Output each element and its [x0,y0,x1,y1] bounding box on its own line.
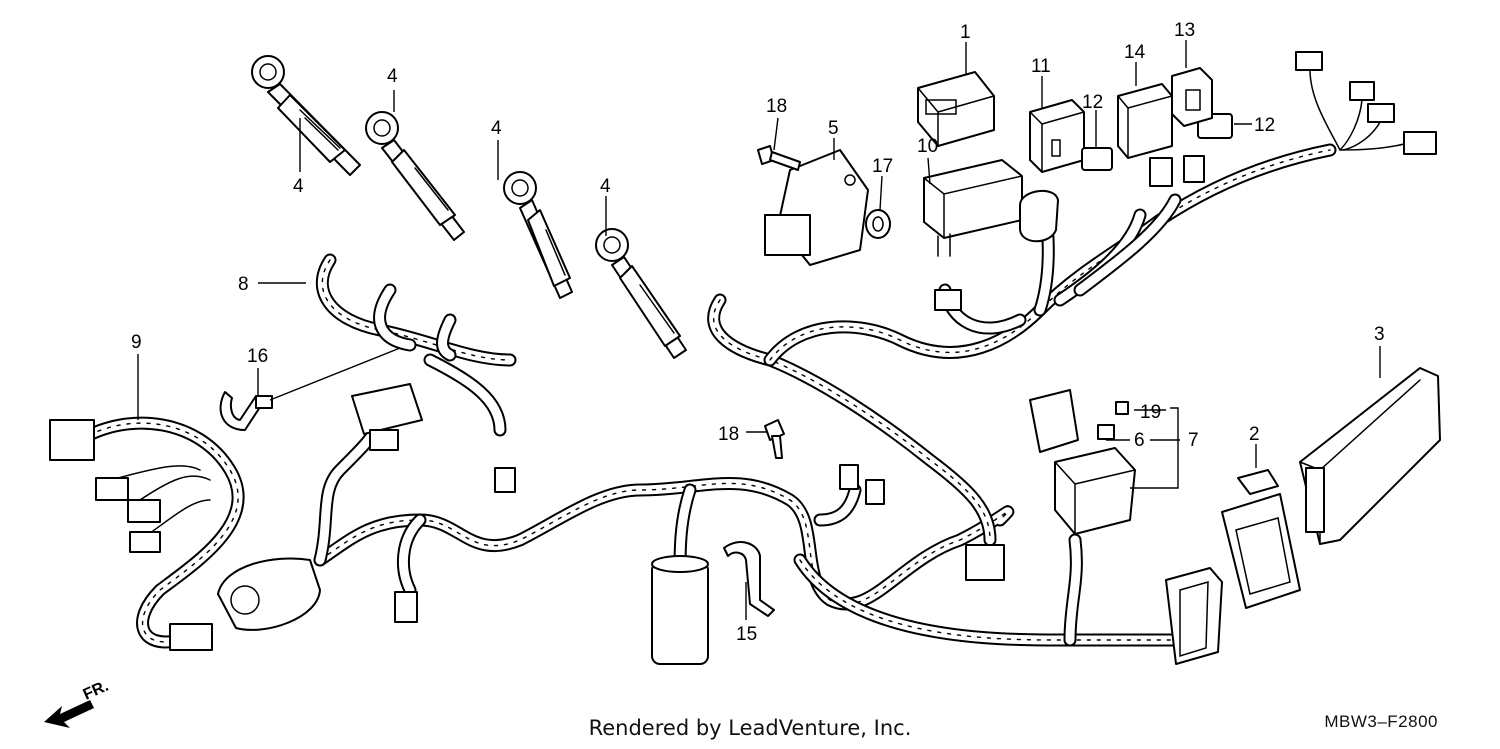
callout-19: 19 [1140,402,1161,423]
callout-16: 16 [247,346,268,367]
connector-block-left [49,383,423,651]
relay-11 [1019,99,1085,243]
callout-18b: 18 [718,424,739,445]
callout-9: 9 [131,332,142,353]
callout-11: 11 [1031,56,1051,77]
ignition-coil-2 [365,111,465,241]
ignition-coil-1 [251,55,361,176]
callout-3: 3 [1374,324,1385,345]
ecu-2 [1221,469,1301,609]
callout-7: 7 [1188,430,1199,451]
callout-4b: 4 [387,66,398,87]
callout-5: 5 [828,118,839,139]
ignition-coil-3 [503,171,573,299]
fuse-box-7 [1029,389,1136,535]
clamp-15 [723,541,775,617]
callout-1: 1 [960,22,971,43]
callout-6: 6 [1134,430,1145,451]
callout-12b: 12 [1254,115,1275,136]
credit-text: Rendered by LeadVenture, Inc. [588,716,912,740]
callout-18a: 18 [766,96,787,117]
callout-17: 17 [872,156,893,177]
connectors-top-right [1295,51,1437,155]
callout-10: 10 [917,136,938,157]
relay-1 [917,71,995,147]
sub-harness-8 [315,253,517,437]
clip-16 [219,391,273,431]
callout-14: 14 [1124,42,1146,63]
leader-lines [137,40,1381,620]
callout-8: 8 [238,274,249,295]
unit-10 [923,159,1023,311]
direction-label: FR. [81,678,111,704]
callout-13: 13 [1174,20,1195,41]
regulator-5 [764,149,869,266]
relay-14 [1117,83,1205,187]
callout-labels: 1 2 3 4 4 4 4 5 6 7 8 9 10 11 12 12 13 1… [131,20,1385,645]
module-3 [1299,367,1441,545]
connector-block-right [394,464,1223,665]
callout-4c: 4 [491,118,502,139]
callout-15: 15 [736,624,757,645]
diagram-code: MBW3–F2800 [1324,712,1438,731]
ignition-coil-4 [595,228,687,359]
cap-12a [1081,147,1113,171]
condenser [651,555,709,665]
relay-13 [1171,67,1213,127]
callout-4a: 4 [293,176,304,197]
bolt-18b [764,419,785,459]
bolt-18a [757,145,801,171]
callout-2: 2 [1249,424,1260,445]
callout-4d: 4 [600,176,611,197]
callout-12a: 12 [1082,92,1103,113]
grommet-17 [865,209,891,239]
